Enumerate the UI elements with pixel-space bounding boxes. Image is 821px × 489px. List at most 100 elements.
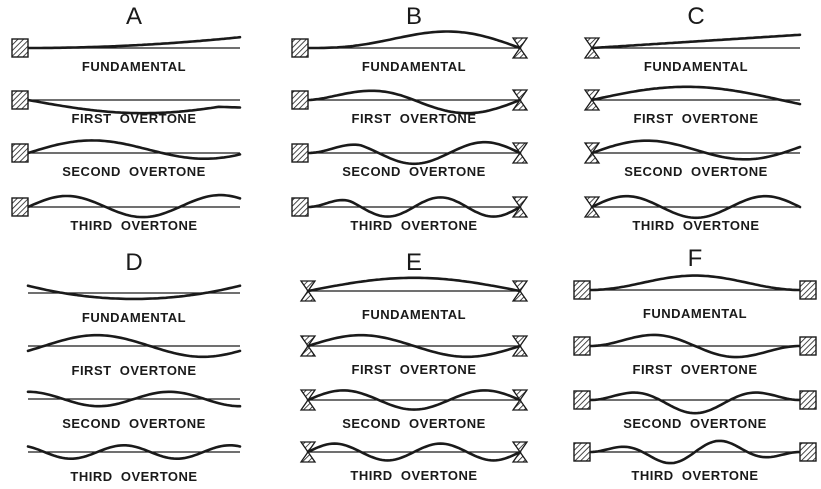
clamped-end-support: [11, 38, 29, 58]
mode-row: FUNDAMENTAL: [573, 274, 817, 321]
mode-shape-curve: [26, 98, 242, 115]
mode-shape-curve: [306, 442, 522, 462]
clamped-end-support: [291, 90, 309, 110]
mode-shape-curve: [26, 333, 242, 359]
clamped-end-support: [799, 280, 817, 300]
mode-row: SECOND OVERTONE: [299, 389, 529, 431]
panel-letter: C: [687, 3, 704, 30]
mode-shape-curve: [306, 389, 522, 411]
mode-label: FIRST OVERTONE: [72, 363, 197, 378]
mode-label: THIRD OVERTONE: [350, 468, 477, 483]
mode-row: FIRST OVERTONE: [291, 89, 529, 126]
pinned-end-support: [511, 280, 529, 302]
mode-label: FUNDAMENTAL: [362, 307, 466, 322]
mode-shape-curve: [306, 333, 522, 359]
panel-e: E FUNDAMENTAL FIRST OVERTONE SECOND OVERTON…: [299, 249, 529, 483]
mode-label: THIRD OVERTONE: [632, 218, 759, 233]
mode-shape-curve: [588, 274, 802, 292]
mode-shape-curve: [306, 30, 522, 50]
mode-label: FUNDAMENTAL: [643, 306, 747, 321]
mode-label: THIRD OVERTONE: [70, 469, 197, 484]
pinned-end-support: [583, 142, 601, 164]
mode-shape-curve: [26, 444, 242, 460]
clamped-end-support: [11, 90, 29, 110]
mode-row: THIRD OVERTONE: [583, 194, 802, 233]
mode-label: FUNDAMENTAL: [82, 59, 186, 74]
mode-shape-curve: [590, 194, 802, 220]
panel-d: D FUNDAMENTAL FIRST OVERTONE SECOND OVERTON…: [26, 249, 242, 484]
panel-letter: F: [688, 245, 703, 272]
mode-shape-curve: [26, 139, 242, 160]
mode-label: SECOND OVERTONE: [342, 164, 486, 179]
mode-shape-curve: [306, 89, 522, 115]
mode-row: FUNDAMENTAL: [26, 284, 242, 325]
mode-row: SECOND OVERTONE: [573, 390, 817, 431]
pinned-end-support: [511, 142, 529, 164]
mode-label: THIRD OVERTONE: [631, 468, 758, 483]
mode-row: FIRST OVERTONE: [573, 333, 817, 377]
mode-shape-curve: [26, 193, 242, 219]
mode-label: FIRST OVERTONE: [352, 111, 477, 126]
mode-row: FIRST OVERTONE: [299, 333, 529, 377]
panel-letter: A: [126, 3, 142, 30]
mode-row: FUNDAMENTAL: [583, 33, 802, 74]
mode-shape-curve: [588, 439, 802, 465]
mode-row: SECOND OVERTONE: [583, 139, 802, 179]
mode-label: FIRST OVERTONE: [72, 111, 197, 126]
panel-f: F FUNDAMENTAL FIRST OVERTONE SECOND OVERTON…: [573, 245, 817, 483]
mode-label: SECOND OVERTONE: [624, 164, 768, 179]
panel-letter: E: [406, 249, 422, 276]
pinned-end-support: [583, 37, 601, 59]
mode-shape-curve: [26, 35, 242, 50]
mode-row: FUNDAMENTAL: [291, 30, 529, 74]
clamped-end-support: [291, 38, 309, 58]
mode-label: SECOND OVERTONE: [342, 416, 486, 431]
clamped-end-support: [573, 336, 591, 356]
mode-row: SECOND OVERTONE: [26, 390, 242, 431]
mode-label: FUNDAMENTAL: [644, 59, 748, 74]
mode-label: FUNDAMENTAL: [82, 310, 186, 325]
clamped-end-support: [291, 143, 309, 163]
pinned-end-support: [511, 389, 529, 411]
pinned-end-support: [511, 37, 529, 59]
mode-shape-curve: [26, 390, 242, 408]
pinned-end-support: [299, 335, 317, 357]
mode-row: THIRD OVERTONE: [573, 439, 817, 483]
mode-row: FUNDAMENTAL: [299, 276, 529, 322]
mode-row: THIRD OVERTONE: [291, 196, 529, 233]
mode-label: FIRST OVERTONE: [352, 362, 477, 377]
mode-shape-curve: [590, 33, 802, 50]
mode-shape-curve: [306, 276, 522, 293]
mode-row: THIRD OVERTONE: [11, 193, 242, 233]
pinned-end-support: [583, 89, 601, 111]
clamped-end-support: [573, 390, 591, 410]
clamped-end-support: [799, 442, 817, 462]
mode-label: SECOND OVERTONE: [623, 416, 767, 431]
mode-label: SECOND OVERTONE: [62, 416, 206, 431]
pinned-end-support: [511, 335, 529, 357]
pinned-end-support: [299, 441, 317, 463]
pinned-end-support: [511, 196, 529, 218]
mode-row: SECOND OVERTONE: [11, 139, 242, 179]
mode-label: THIRD OVERTONE: [70, 218, 197, 233]
pinned-end-support: [299, 280, 317, 302]
mode-shape-curve: [26, 284, 242, 301]
clamped-end-support: [799, 390, 817, 410]
mode-label: SECOND OVERTONE: [62, 164, 206, 179]
clamped-end-support: [573, 442, 591, 462]
mode-shape-curve: [590, 85, 802, 106]
clamped-end-support: [11, 197, 29, 217]
mode-label: FIRST OVERTONE: [634, 111, 759, 126]
mode-shape-curve: [588, 391, 802, 415]
mode-row: FIRST OVERTONE: [11, 90, 242, 126]
mode-row: THIRD OVERTONE: [299, 441, 529, 483]
mode-label: FUNDAMENTAL: [362, 59, 466, 74]
pinned-end-support: [511, 441, 529, 463]
panel-letter: D: [125, 249, 142, 276]
mode-shape-curve: [590, 139, 802, 161]
panel-c: C FUNDAMENTAL FIRST OVERTONE SECOND OVERTON…: [583, 3, 802, 233]
mode-row: THIRD OVERTONE: [26, 444, 242, 484]
mode-shape-curve: [306, 196, 522, 218]
